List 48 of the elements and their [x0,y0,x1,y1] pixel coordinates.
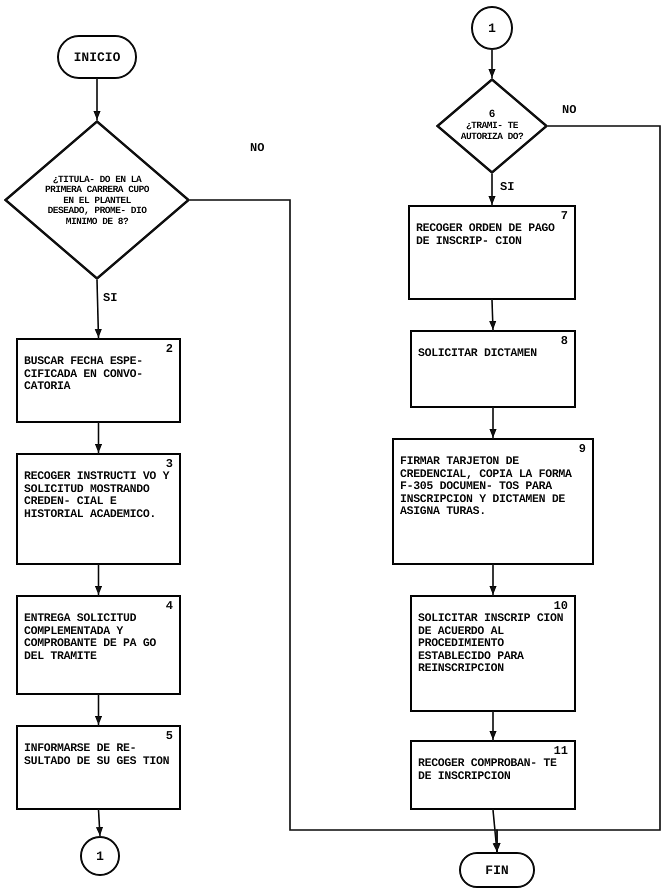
step-text: BUSCAR FECHA ESPE- CIFICADA EN CONVO- CATORIA [24,356,144,394]
arrow [94,565,102,595]
arrow [94,695,102,725]
arrow [94,280,102,338]
step-text: SOLICITAR INSCRIP CION DE ACUERDO AL PROCEDIMIENTO ESTABLECIDO PARA REINSCRIPCION [418,613,564,676]
step-number: 7 [560,210,568,223]
question-text: ¿TRAMI- TE AUTORIZA DO? [460,121,524,142]
process-box [16,338,181,423]
step-number: 10 [552,600,568,613]
terminal-shape: FIN [459,852,535,888]
terminal-shape: INICIO [57,35,137,79]
arrow [489,712,497,740]
connector-circle: 1 [80,836,120,876]
arrow [94,423,102,453]
connector-circle: 1 [471,6,513,50]
process-box [16,595,181,695]
step-text: RECOGER ORDEN DE PAGO DE INSCRIP- CION [416,223,556,248]
arrow [93,79,101,120]
process-box [410,330,576,408]
arrow [488,50,496,78]
arrow [493,125,661,852]
arrow [489,300,496,330]
question-text: ¿TITULA- DO EN LA PRIMERA CARRERA CUPO EN EL PLANTEL DESEADO, PROME- DIO MINIMO DE 8? [44,174,150,228]
arrow [492,810,500,852]
arrow [96,810,104,836]
process-box [410,740,576,810]
arrow [489,565,497,595]
arrow [489,408,497,438]
step-text: INFORMARSE DE RE- SULTADO DE SU GES TION [24,743,170,768]
step-number: 2 [164,343,173,356]
step-number: 8 [560,335,568,348]
process-box [392,438,594,565]
step-number: 6 [488,110,496,121]
process-box [410,595,576,712]
step-text: FIRMAR TARJETON DE CREDENCIAL, COPIA LA FORMA F-305 DOCUMEN- TOS PARA INSCRIPCION Y DICTAMEN DE ASIGNA TURAS. [400,456,573,518]
step-number: 4 [164,600,173,613]
process-box [16,725,181,810]
step-number: 5 [164,730,173,743]
process-box [408,205,576,300]
step-text: SOLICITAR DICTAMEN [418,348,538,360]
step-number: 9 [578,443,586,456]
step-number: 11 [552,745,568,758]
step-text: RECOGER COMPROBAN- TE DE INSCRIPCION [418,758,558,783]
step-text: RECOGER INSTRUCTI VO Y SOLICITUD MOSTRANDO CREDEN- CIAL E HISTORIAL ACADEMICO. [24,471,170,521]
step-number: 3 [164,458,173,471]
step-text: ENTREGA SOLICITUD COMPLEMENTADA Y COMPROBANTE DE PA GO DEL TRAMITE [24,613,158,663]
arrow [488,174,496,205]
process-box [16,453,181,565]
